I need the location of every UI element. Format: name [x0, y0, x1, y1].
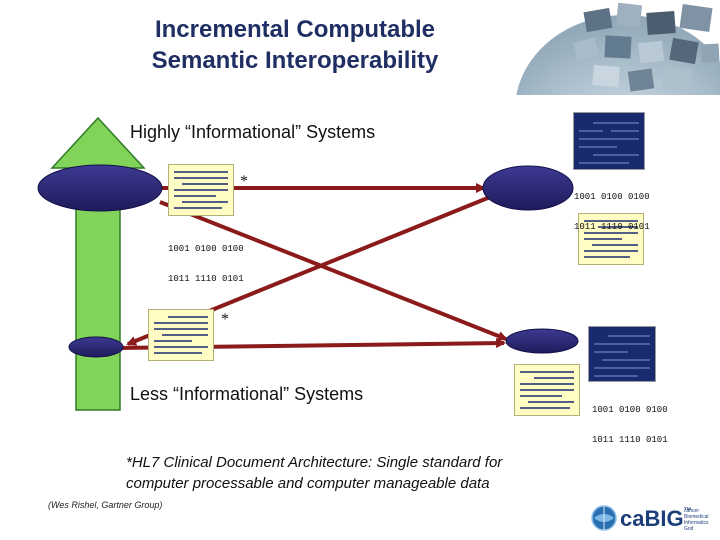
title-line-1: Incremental Computable	[154, 16, 436, 43]
cda-star-upper: *	[240, 173, 248, 190]
globe-image	[516, 2, 720, 95]
cabig-logo: caBIG™	[620, 506, 692, 531]
cda-footnote: *HL7 Clinical Document Architecture: Sin…	[126, 454, 503, 492]
system-node-right-bottom	[505, 328, 579, 354]
document-icon-right-top	[573, 112, 645, 170]
informational-axis-arrow	[50, 116, 146, 411]
top-systems-label: Highly “Informational” Systems	[130, 122, 376, 142]
source-credit: (Wes Rishel, Gartner Group)	[48, 500, 163, 510]
cabig-tagline: cancer Biomedical Informatics Grid	[684, 508, 709, 532]
document-icon-left-top	[168, 164, 234, 216]
document-icon-right-bottom	[588, 326, 656, 382]
bottom-systems-label: Less “Informational” Systems	[130, 384, 364, 404]
document-icon-left-bottom	[148, 309, 214, 361]
connector-left-top-to-right-bottom	[159, 200, 508, 341]
document-icon-right-mid	[578, 213, 644, 265]
binary-block-right-top: 1001 0100 0100 1011 1110 0101	[574, 192, 650, 232]
slide-title: Incremental Computable Semantic Interope…	[90, 14, 500, 76]
document-icon-bottom-center	[514, 364, 580, 416]
system-node-right-top	[482, 165, 574, 211]
system-node-left-top	[37, 164, 163, 212]
title-line-2: Semantic Interoperability	[151, 47, 439, 74]
system-node-left-bottom	[68, 336, 124, 358]
cda-star-lower: *	[221, 311, 229, 328]
cabig-globe-icon	[591, 505, 617, 531]
binary-block-right-bottom: 1001 0100 0100 1011 1110 0101	[592, 405, 668, 445]
binary-block-left-mid: 1001 0100 0100 1011 1110 0101	[168, 244, 244, 284]
